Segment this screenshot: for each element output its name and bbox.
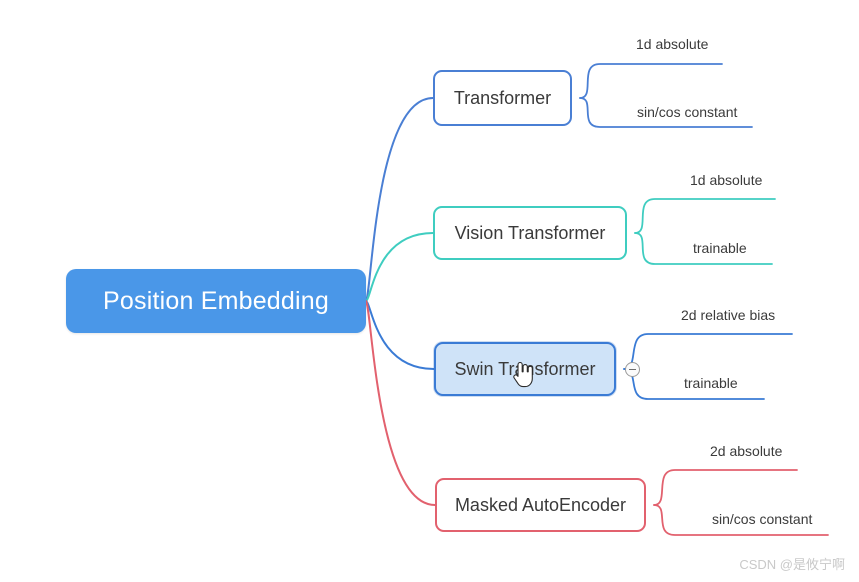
- branch-node-swin-transformer[interactable]: Swin Transformer: [434, 342, 616, 396]
- leaf-label-swin-transformer-0[interactable]: 2d relative bias: [681, 307, 776, 323]
- branch-node-masked-autoencoder[interactable]: Masked AutoEncoder: [435, 478, 646, 532]
- trunk-edge-transformer: [365, 97, 434, 302]
- leaf-edge-swin-transformer-0: [623, 333, 793, 370]
- root-node-label: Position Embedding: [103, 286, 329, 315]
- branch-node-label: Vision Transformer: [454, 222, 606, 243]
- collapse-toggle-swin-transformer[interactable]: [625, 362, 640, 377]
- trunk-edge-swin-transformer: [365, 300, 435, 370]
- csdn-watermark: CSDN @是攸宁啊: [739, 557, 845, 572]
- trunk-edge-vision-transformer: [365, 232, 434, 302]
- leaf-label-swin-transformer-1[interactable]: trainable: [684, 375, 738, 391]
- branch-node-label: Masked AutoEncoder: [454, 494, 627, 515]
- leaf-label-vision-transformer-0[interactable]: 1d absolute: [690, 172, 763, 188]
- branch-node-label: Transformer: [453, 87, 552, 108]
- trunk-edge-masked-autoencoder: [365, 300, 436, 506]
- leaf-label-vision-transformer-1[interactable]: trainable: [693, 240, 747, 256]
- leaf-label-masked-autoencoder-1[interactable]: sin/cos constant: [712, 511, 813, 527]
- leaf-label-transformer-1[interactable]: sin/cos constant: [637, 104, 738, 120]
- branch-node-label: Swin Transformer: [454, 358, 596, 379]
- minus-icon: [629, 369, 636, 370]
- leaf-edge-transformer-0: [579, 63, 723, 99]
- branch-node-vision-transformer[interactable]: Vision Transformer: [433, 206, 627, 260]
- branch-node-transformer[interactable]: Transformer: [433, 70, 572, 126]
- leaf-label-masked-autoencoder-0[interactable]: 2d absolute: [710, 443, 783, 459]
- root-node-position-embedding[interactable]: Position Embedding: [66, 269, 366, 333]
- leaf-label-transformer-0[interactable]: 1d absolute: [636, 36, 709, 52]
- leaf-edge-vision-transformer-0: [634, 198, 776, 234]
- leaf-edge-masked-autoencoder-0: [653, 469, 798, 506]
